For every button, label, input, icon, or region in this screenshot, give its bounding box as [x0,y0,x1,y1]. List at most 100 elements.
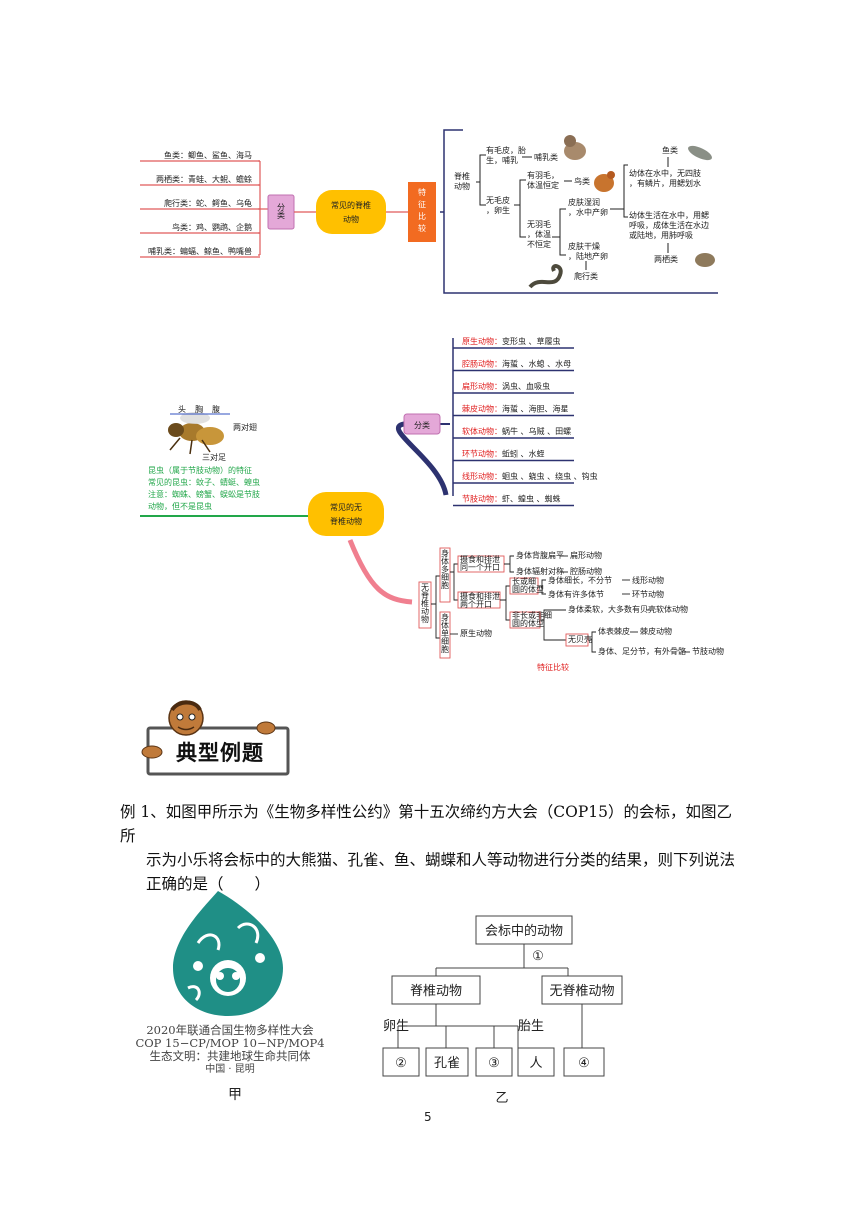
two-openings: 摄食和排泄两个开口 [460,591,500,609]
feature-char: 较 [418,223,426,233]
figure-yi-label: 乙 [495,1091,508,1106]
no-feather-trait: 无羽毛，体温不恒定 [527,219,551,249]
fish-description: 幼体在水中，无四肢，有鳞片，用鳃划水 [629,168,701,188]
cop15-caption-line-1: 2020年联通合国生物多样性大会 [146,1023,314,1037]
classification-tree: 会标中的动物 ① 脊椎动物 无脊椎动物 卵生 胎生 ② 孔雀 ③ 人 ④ 乙 [382,915,623,1106]
fish-picture [688,145,712,161]
vertebrate-root-label: 脊椎动物 [454,171,470,191]
invertebrate-center-node [308,492,384,536]
vertebrate-feature-tree: 脊椎动物有毛皮，胎生，哺乳哺乳类无毛皮，卵生有羽毛，体温恒定 鸟类无羽毛，体温不恒… [454,145,709,281]
example-line-2: 示为小乐将会标中的大熊猫、孔雀、鱼、蝴蝶和人等动物进行分类的结果，则下列说法 [146,851,736,869]
cop15-logo [173,891,283,1016]
slender-body: 身体细长，不分节 [548,575,612,585]
tree-leaf-box-3 [475,1047,513,1077]
inv-root-label: 无脊椎动物 [421,583,429,624]
tree-leaf-box-5 [563,1047,605,1077]
banner-title: 典型例题 [176,740,264,765]
tree-leaf-box-1 [382,1047,420,1077]
tree-invertebrate-label: 无脊椎动物 [549,984,614,999]
cop15-caption: 2020年联通合国生物多样性大会 COP 15−CP/MOP 10−NP/MOP… [130,1024,330,1076]
amphibian-label: 两栖类 [654,254,678,264]
invertebrate-branch-box [403,413,441,435]
feather-trait: 有羽毛，体温恒定 [527,170,559,190]
long-round-body: 长或细圆的体型 [512,576,544,594]
invertebrate-class-item: 原生动物：变形虫 、草履虫 [462,336,561,346]
hen-picture [594,171,615,192]
jointed-body: 身体、足分节，有外骨骼 [598,646,686,656]
feature-char: 比 [418,211,426,221]
vertebrate-class-item: 爬行类：蛇、鳄鱼、乌龟 [164,198,252,208]
vertebrate-class-item: 鸟类：鸡、鹦鹉、企鹅 [172,222,252,232]
tree-leaf-1: ② [395,1056,407,1071]
feature-caption: 特征比较 [537,662,569,672]
flatworm-label: 扁形动物 [570,550,602,560]
vertebrate-class-item: 哺乳类：蝙蝠、鲸鱼、鸭嘴兽 [148,246,252,256]
invertebrate-center-line2: 脊椎动物 [330,516,362,526]
fish-label: 鱼类 [662,145,678,155]
example-line-3: 正确的是（ ） [146,875,271,893]
bee-legs-label: 三对足 [202,452,226,462]
feature-compare-label: 特征比较 [418,187,426,233]
bee-picture: 头 胸 腹 两对翅 三对足 [168,404,257,462]
bee-chest-label: 胸 [195,404,203,414]
frog-picture [695,253,715,267]
cnidarian-label: 腔肠动物 [570,566,602,576]
flat-body: 身体背腹扁平 [516,550,564,560]
amphibian-description: 幼体生活在水中，用鳃呼吸，成体生活在水边或陆地，用肺呼吸 [629,210,709,240]
tree-root-label: 会标中的动物 [485,923,563,939]
moist-skin-trait: 皮肤湿润，水中产卵 [568,197,608,217]
hair-trait: 有毛皮，胎生，哺乳 [486,145,526,165]
protozoa-label: 原生动物 [460,628,492,638]
invertebrate-class-item: 线形动物：蛔虫 、蛲虫 、绕虫 、钩虫 [462,471,598,481]
echinoderm-label: 棘皮动物 [640,626,672,636]
invertebrate-class-item: 软体动物：蜗牛 、乌贼 、田螺 [462,426,571,436]
bee-wings-label: 两对翅 [233,422,257,432]
insect-note-line: 动物，但不是昆虫 [148,501,212,511]
no-hair-trait: 无毛皮，卵生 [486,195,510,215]
dry-skin-trait: 皮肤干燥，陆地产卵 [568,241,608,261]
invertebrate-class-item: 环节动物：蚯蚓 、水蛭 [462,449,545,459]
vertebrate-center-line2: 动物 [343,214,359,224]
soft-shell: 身体柔软，大多数有贝壳 [568,604,656,614]
mollusc-label: 软体动物 [656,604,688,614]
tree-root-number: ① [532,949,544,964]
snake-picture [528,264,563,289]
vertebrate-branch-label: 分类 [277,203,286,220]
bee-abdomen-label: 腹 [212,404,220,414]
feature-char: 征 [418,199,426,209]
feature-compare-box [408,182,436,242]
cat-picture [564,135,586,160]
no-shell: 无贝壳 [568,634,592,644]
insect-note-line: 注意：蜘蛛、螃蟹、蜈蚣是节肢 [148,489,260,499]
multi-cell-label: 身体多细胞 [441,548,449,590]
mammal-label: 哺乳类 [534,152,558,162]
tree-vertebrate-label: 脊椎动物 [410,984,462,999]
vertebrate-center-line1: 常见的脊椎 [331,200,371,210]
vertebrate-class-item: 鱼类：鲫鱼、鲨鱼、海马 [164,150,252,160]
bird-label: 鸟类 [574,176,590,186]
invertebrate-class-item: 节肢动物：虾、蝗虫 、蜘蛛 [462,494,561,504]
same-opening: 摄食和排泄同一个开口 [460,554,500,572]
vertebrate-class-list: 鱼类：鲫鱼、鲨鱼、海马两栖类：青蛙、大鲵、蟾蜍爬行类：蛇、鳄鱼、乌龟鸟类：鸡、鹦… [140,150,260,258]
tree-leaf-box-4 [517,1047,555,1077]
spiny-skin: 体表棘皮 [598,626,630,636]
vertebrate-center-node [316,190,386,234]
single-cell-label: 身体单细胞 [441,612,449,654]
tree-leaf-4: 人 [529,1056,542,1071]
cop15-caption-line-3: 生态文明：共建地球生命共同体 [149,1049,311,1063]
tree-live-label: 胎生 [518,1019,544,1034]
invertebrate-branch-label: 分类 [414,420,430,430]
vertebrate-class-item: 两栖类：青蛙、大鲵、蟾蜍 [156,174,252,184]
invertebrate-class-item: 腔肠动物：海蜇 、水螅 、水母 [462,359,571,369]
example-line-1: 例 1、如图甲所示为《生物多样性公约》第十五次缔约方大会（COP15）的会标，如… [120,803,733,845]
figure-jia-label: 甲 [228,1087,242,1103]
vertebrate-mindmap: 鱼类：鲫鱼、鲨鱼、海马两栖类：青蛙、大鲵、蟾蜍爬行类：蛇、鳄鱼、乌龟鸟类：鸡、鹦… [140,129,718,294]
example-question: 例 1、如图甲所示为《生物多样性公约》第十五次缔约方大会（COP15）的会标，如… [120,800,740,896]
page-number: 5 [424,1110,432,1124]
segmented-body: 身体有许多体节 [548,589,604,599]
invertebrate-center-line1: 常见的无 [330,502,362,512]
nematode-label: 线形动物 [632,575,664,585]
example-banner: 典型例题 [141,700,290,776]
annelid-label: 环节动物 [632,589,664,599]
